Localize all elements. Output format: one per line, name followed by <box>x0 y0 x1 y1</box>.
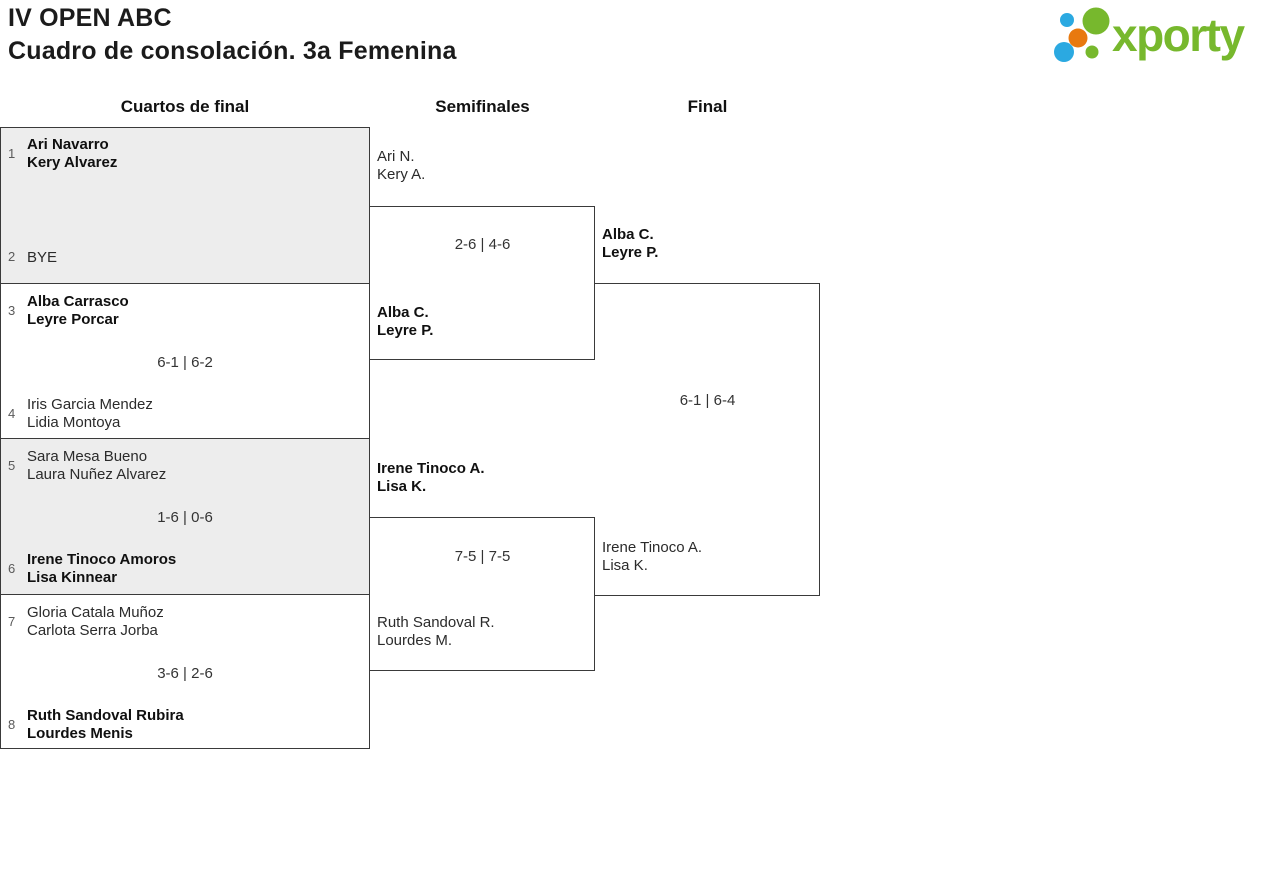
player-1: Irene Tinoco A. <box>377 460 485 477</box>
player-2: Lidia Montoya <box>27 414 121 431</box>
player-2: Laura Nuñez Alvarez <box>27 466 167 483</box>
seed-number: 3 <box>8 303 16 318</box>
tournament-name: IV OPEN ABC <box>8 4 172 32</box>
team-entry: Alba Carrasco Leyre Porcar <box>27 293 129 329</box>
match-score: 1-6 | 0-6 <box>157 509 213 526</box>
qf-match-1: 1 Ari Navarro Kery Alvarez 2 BYE <box>0 127 370 283</box>
player-2: Leyre P. <box>602 244 659 261</box>
match-score: 3-6 | 2-6 <box>157 665 213 682</box>
player-2: Lisa K. <box>377 478 427 495</box>
player-1: Iris Garcia Mendez <box>27 396 153 413</box>
player-1: Sara Mesa Bueno <box>27 448 148 465</box>
player-2: Leyre Porcar <box>27 311 119 328</box>
player-1: Alba Carrasco <box>27 293 129 310</box>
qf-match-3: 5 Sara Mesa Bueno Laura Nuñez Alvarez 1-… <box>0 438 370 594</box>
logo-wordmark: xporty <box>1112 9 1245 61</box>
final-score: 6-1 | 6-4 <box>679 392 736 409</box>
sf2-top-team: Irene Tinoco A. Lisa K. <box>377 460 485 496</box>
player-1: Irene Tinoco Amoros <box>27 551 177 568</box>
player-1: BYE <box>27 249 58 266</box>
player-1: Ari Navarro <box>27 136 109 153</box>
player-2: Leyre P. <box>377 322 434 339</box>
round-header-quarterfinals: Cuartos de final <box>120 97 250 116</box>
seed-number: 6 <box>8 561 16 576</box>
team-entry: Sara Mesa Bueno Laura Nuñez Alvarez <box>27 448 166 484</box>
team-entry: Ari Navarro Kery Alvarez <box>27 136 117 172</box>
player-1: Gloria Catala Muñoz <box>27 604 164 621</box>
player-1: Ruth Sandoval R. <box>377 614 495 631</box>
player-2: Carlota Serra Jorba <box>27 622 158 639</box>
draw-name: Cuadro de consolación. 3a Femenina <box>8 37 457 65</box>
round-header-final: Final <box>687 97 728 116</box>
match-score: 6-1 | 6-2 <box>157 354 213 371</box>
final-top-team: Alba C. Leyre P. <box>602 226 658 262</box>
seed-number: 1 <box>8 146 16 161</box>
sf1-top-team: Ari N. Kery A. <box>377 148 425 184</box>
sf2-score: 7-5 | 7-5 <box>454 548 511 565</box>
team-entry: Ruth Sandoval Rubira Lourdes Menis <box>27 707 184 743</box>
team-entry: BYE <box>27 249 57 267</box>
seed-number: 5 <box>8 458 16 473</box>
seed-number: 7 <box>8 614 16 629</box>
player-2: Lisa K. <box>602 557 648 574</box>
logo-dots-icon <box>1054 7 1110 62</box>
player-1: Ruth Sandoval Rubira <box>27 707 184 724</box>
team-entry: Iris Garcia Mendez Lidia Montoya <box>27 396 153 432</box>
sf1-bottom-team: Alba C. Leyre P. <box>377 304 433 340</box>
page-title: IV OPEN ABC Cuadro de consolación. 3a Fe… <box>8 2 457 68</box>
player-1: Ari N. <box>377 148 415 165</box>
player-1: Irene Tinoco A. <box>602 539 703 556</box>
team-entry: Gloria Catala Muñoz Carlota Serra Jorba <box>27 604 164 640</box>
player-2: Kery A. <box>377 166 426 183</box>
sf1-score: 2-6 | 4-6 <box>454 236 511 253</box>
final-bottom-team: Irene Tinoco A. Lisa K. <box>602 539 702 575</box>
player-1: Alba C. <box>602 226 654 243</box>
seed-number: 2 <box>8 249 16 264</box>
qf-match-2: 3 Alba Carrasco Leyre Porcar 6-1 | 6-2 4… <box>0 283 370 438</box>
player-2: Lisa Kinnear <box>27 569 118 586</box>
team-entry: Irene Tinoco Amoros Lisa Kinnear <box>27 551 176 587</box>
player-2: Kery Alvarez <box>27 154 118 171</box>
seed-number: 4 <box>8 406 16 421</box>
player-2: Lourdes M. <box>377 632 453 649</box>
player-2: Lourdes Menis <box>27 725 133 742</box>
qf-match-4: 7 Gloria Catala Muñoz Carlota Serra Jorb… <box>0 594 370 749</box>
round-header-semifinals: Semifinales <box>435 97 530 116</box>
sf2-bottom-team: Ruth Sandoval R. Lourdes M. <box>377 614 495 650</box>
player-1: Alba C. <box>377 304 429 321</box>
seed-number: 8 <box>8 717 16 732</box>
